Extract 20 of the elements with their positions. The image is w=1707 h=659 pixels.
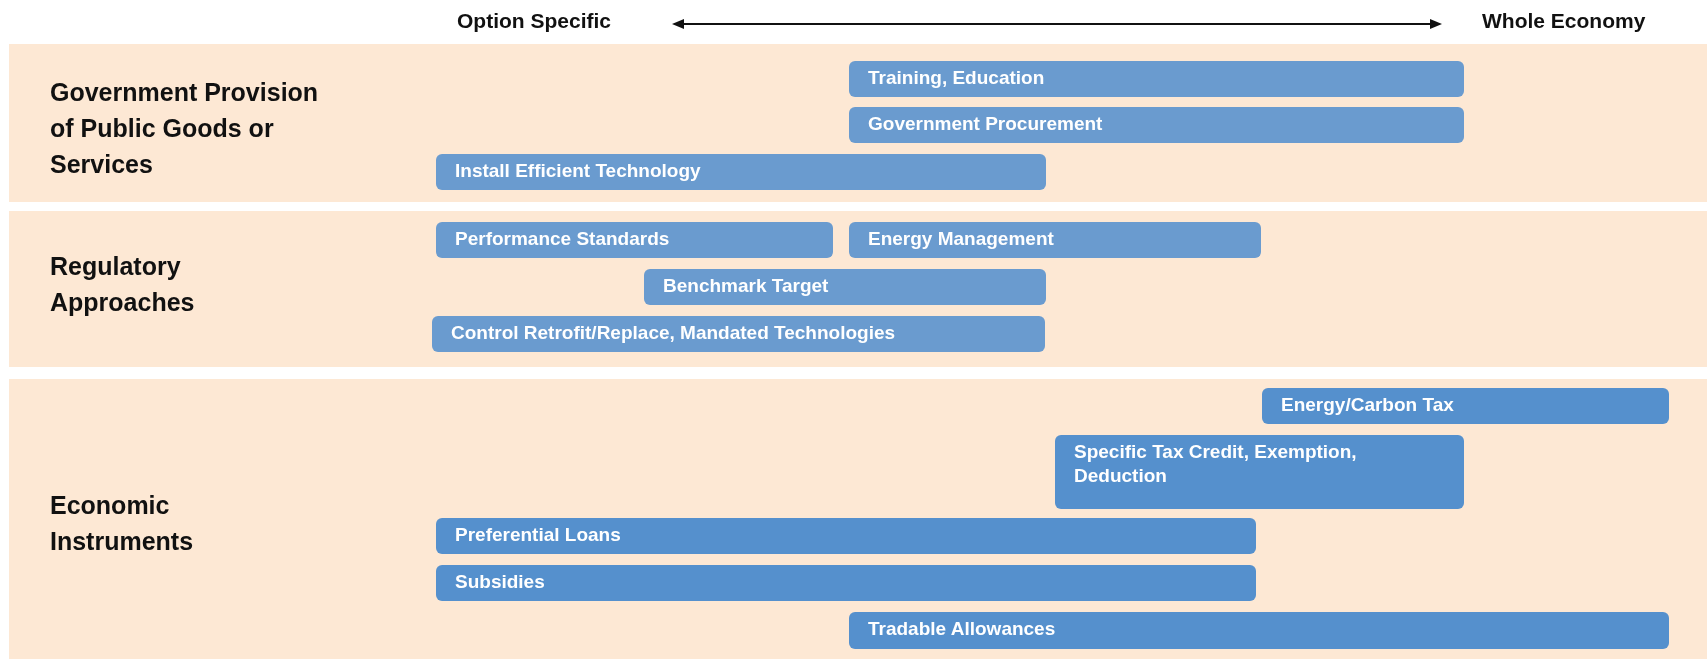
instrument-bar: Tradable Allowances bbox=[849, 612, 1669, 649]
category-heading: Regulatory Approaches bbox=[50, 251, 196, 318]
instrument-bar: Control Retrofit/Replace, Mandated Technologies bbox=[432, 316, 1045, 352]
category-band bbox=[9, 44, 1707, 202]
scale-label: Option Specific bbox=[457, 9, 611, 33]
scale-label: Whole Economy bbox=[1482, 9, 1646, 33]
instrument-bar: Specific Tax Credit, Exemption, Deduction bbox=[1055, 435, 1464, 509]
instrument-bar: Government Procurement bbox=[849, 107, 1464, 143]
category-band bbox=[9, 211, 1707, 367]
category-band bbox=[9, 379, 1707, 659]
instrument-bar: Energy/Carbon Tax bbox=[1262, 388, 1669, 424]
instrument-bar: Preferential Loans bbox=[436, 518, 1256, 554]
instrument-bar: Training, Education bbox=[849, 61, 1464, 97]
instrument-bar: Performance Standards bbox=[436, 222, 833, 258]
category-heading: Government Provision of Public Goods or Services bbox=[50, 77, 320, 180]
category-heading: Economic Instruments bbox=[50, 490, 195, 557]
instrument-bar: Benchmark Target bbox=[644, 269, 1046, 305]
instrument-bar: Subsidies bbox=[436, 565, 1256, 601]
instrument-bar: Energy Management bbox=[849, 222, 1261, 258]
instrument-bar: Install Efficient Technology bbox=[436, 154, 1046, 190]
